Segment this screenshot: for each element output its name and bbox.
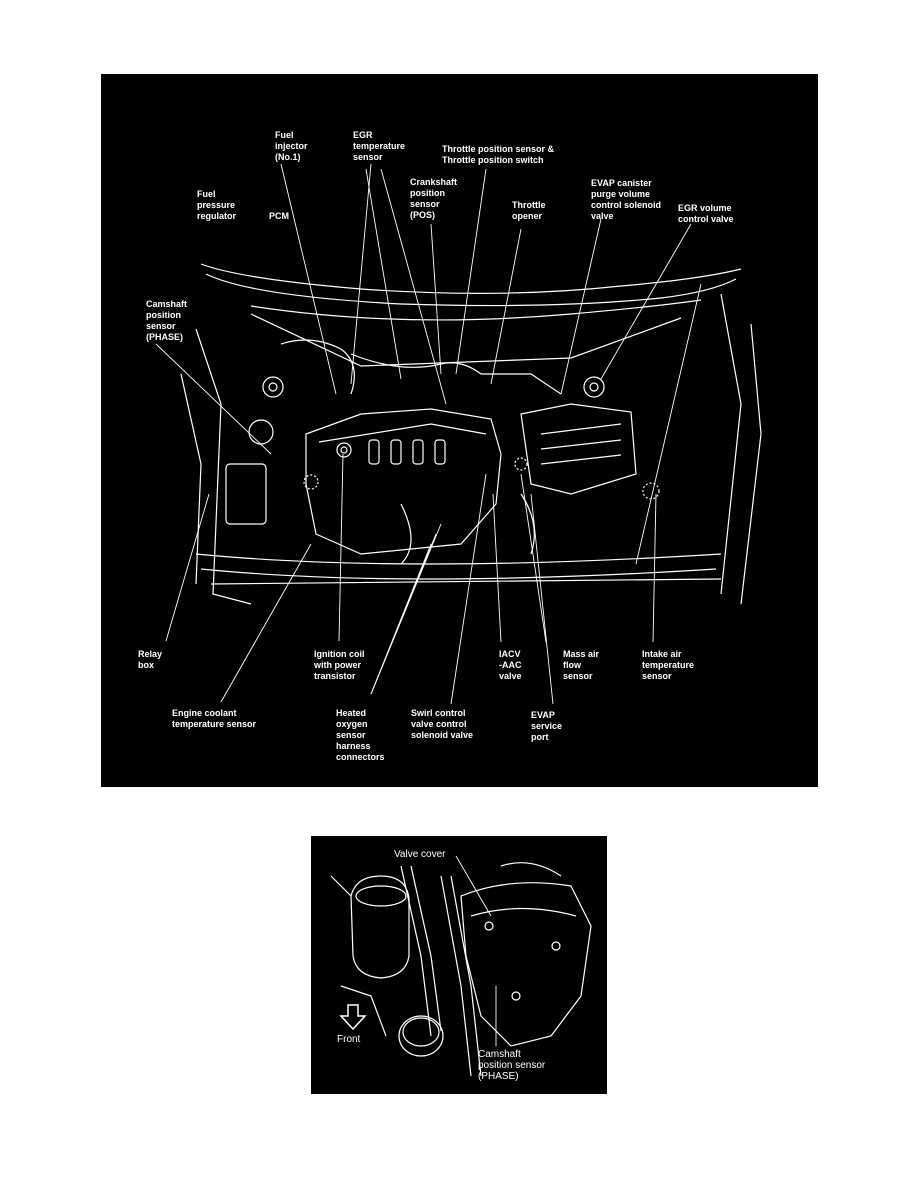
label-throttle-opener: Throttle opener [512, 200, 546, 221]
label-evap-canister-purge: EVAP canister purge volume control solen… [591, 178, 662, 221]
label-front: Front [337, 1034, 361, 1045]
engine-bay-drawing [155, 163, 762, 705]
label-valve-cover: Valve cover [394, 849, 446, 860]
label-fuel-pressure-regulator: Fuel pressure regulator [197, 189, 237, 221]
label-pcm: PCM [269, 211, 289, 221]
label-swirl-control-valve: Swirl control valve control solenoid val… [411, 708, 474, 740]
label-intake-air-temperature-sensor: Intake air temperature sensor [642, 649, 695, 681]
label-evap-service-port: EVAP service port [531, 710, 563, 742]
label-iacv-aac-valve: IACV -AAC valve [499, 649, 522, 681]
label-ignition-coil: Ignition coil with power transistor [314, 649, 365, 681]
label-heated-oxygen-sensor-harness: Heated oxygen sensor harness connectors [336, 708, 385, 762]
label-mass-air-flow-sensor: Mass air flow sensor [563, 649, 600, 681]
label-fuel-injector: Fuel injector (No.1) [275, 130, 308, 162]
label-engine-coolant-temperature-sensor: Engine coolant temperature sensor [172, 708, 257, 729]
label-crankshaft-position-sensor: Crankshaft position sensor (POS) [410, 177, 458, 220]
label-egr-temperature-sensor: EGR temperature sensor [353, 130, 406, 162]
detail-drawing [330, 855, 592, 1077]
label-egr-volume-control-valve: EGR volume control valve [678, 203, 734, 224]
label-throttle-position-sensor: Throttle position sensor & Throttle posi… [442, 144, 555, 165]
label-camshaft-position-sensor-detail: Camshaft position sensor (PHASE) [478, 1049, 546, 1082]
label-relay-box: Relay box [138, 649, 163, 670]
label-camshaft-position-sensor: Camshaft position sensor (PHASE) [146, 299, 188, 342]
front-arrow-icon [339, 1004, 367, 1031]
camshaft-sensor-detail-diagram: Valve cover Front Camshaft position sens… [311, 836, 607, 1094]
engine-bay-diagram: Fuel injector (No.1) EGR temperature sen… [101, 74, 818, 787]
